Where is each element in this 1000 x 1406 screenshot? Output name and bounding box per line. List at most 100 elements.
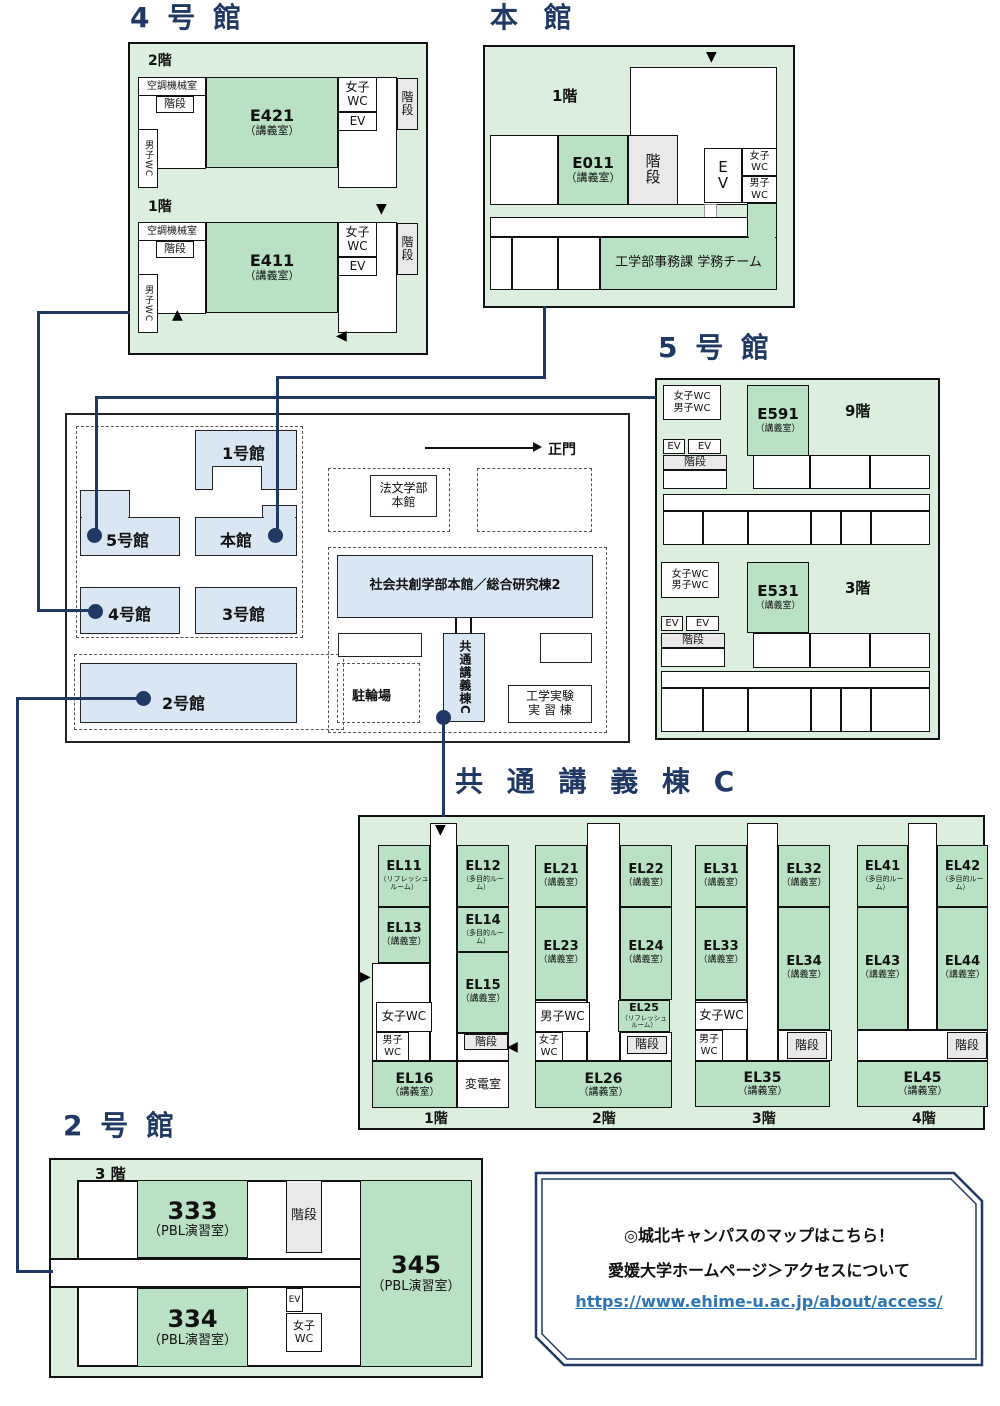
room-sublabel: （講義室） <box>755 423 801 434</box>
lc1-corridor <box>430 823 457 1061</box>
map-corridor-link-2 <box>470 618 472 633</box>
entrance-marker-up-icon: ▲ <box>172 307 183 323</box>
map-building-5-seam <box>82 515 128 519</box>
room-label: EL23 <box>543 939 579 955</box>
room-label: 階段 <box>164 242 186 256</box>
entrance-marker-left-icon: ◀ <box>336 328 347 344</box>
room-label: E531 <box>757 582 799 601</box>
b4-2f-aircon-room: 空調機械室 <box>138 77 206 96</box>
connector-main <box>276 376 546 379</box>
connector-main <box>276 376 279 532</box>
lc-room-el24: EL24 （講義室） <box>620 907 672 1000</box>
room-sublabel: （講義室） <box>781 970 827 981</box>
room-label: EV <box>697 440 712 452</box>
room-sublabel: （講義室） <box>244 269 300 283</box>
access-page-link[interactable]: https://www.ehime-u.ac.jp/about/access/ <box>575 1292 943 1311</box>
b4-2f-stairs-east: 階段 <box>397 78 418 130</box>
room-label: EL35 <box>743 1070 782 1087</box>
room-label: EL34 <box>786 954 822 970</box>
map-dashed-south <box>328 547 607 733</box>
map-dot-building-4 <box>88 604 103 619</box>
b4-2f-womens-wc: 女子WC <box>338 77 377 112</box>
honkan-office-seam <box>749 235 775 239</box>
room-divider <box>702 511 704 545</box>
room-sublabel: （講義室） <box>565 171 621 185</box>
room-label: 変電室 <box>464 1076 501 1091</box>
lc2-corridor <box>587 823 620 1061</box>
map-label-social: 社会共創学部本館／総合研究棟2 <box>369 578 561 594</box>
room-label: 女子WC <box>699 1008 744 1023</box>
map-lecture-c: 共通講義棟C <box>443 633 485 722</box>
lc2-stairs: 階段 <box>627 1036 667 1054</box>
room-label: 女子WC <box>539 1035 559 1058</box>
lc-room-el33: EL33 （講義室） <box>695 907 747 1000</box>
b2-corridor <box>51 1258 360 1288</box>
room-sublabel: （講義室） <box>538 877 584 888</box>
lc-room-el31: EL31 （講義室） <box>695 845 747 907</box>
lc-floor3-label: 3階 <box>752 1111 776 1127</box>
room-label: 男子WC <box>143 284 154 323</box>
b4-floor1-label: 1階 <box>148 199 172 215</box>
lc-room-el11: EL11 （リフレッシュ ルーム） <box>378 845 430 907</box>
room-label: E411 <box>249 250 295 270</box>
lc-room-el42: EL42 （多目的ルーム） <box>937 845 988 907</box>
lc-room-el15: EL15 （講義室） <box>457 952 509 1033</box>
room-label: 女子WC <box>345 79 370 108</box>
connector-b5 <box>95 396 98 532</box>
room-label: 男子WC <box>699 1034 719 1057</box>
b5-3f-room <box>810 633 870 668</box>
honkan-floor1-label: 1階 <box>552 87 578 105</box>
room-sublabel: （講義室） <box>939 970 985 981</box>
room-divider <box>747 688 749 732</box>
room-label: 女子WC <box>749 150 770 174</box>
room-label: 工学部事務課 学務チーム <box>615 255 762 271</box>
room-label: 345 <box>390 1251 442 1280</box>
b2-floor3-label: 3 階 <box>95 1165 126 1183</box>
lc1-stairs: 階段 <box>464 1034 508 1050</box>
b5-9f-room <box>870 455 930 489</box>
b5-3f-elevator-2: EV <box>686 616 719 631</box>
room-divider <box>840 688 842 732</box>
b2-stairs: 階段 <box>286 1180 322 1253</box>
room-divider <box>840 511 842 545</box>
b4-1f-mens-wc: 男子WC <box>138 274 158 333</box>
info-line-1: ◎城北キャンパスのマップはこちら！ <box>624 1226 894 1245</box>
room-label: EL13 <box>386 920 422 936</box>
room-label: EL43 <box>864 954 901 970</box>
info-line-2: 愛媛大学ホームページ＞アクセスについて <box>608 1261 910 1280</box>
room-sublabel: （講義室） <box>781 877 827 888</box>
b5-9f-wc: 女子WC 男子WC <box>663 385 721 420</box>
room-label: EL15 <box>465 978 501 994</box>
room-label: 女子WC <box>345 224 370 253</box>
room-sublabel: （リフレッシュ ルーム） <box>621 1013 667 1030</box>
b2-room-345: 345 （PBL演習室） <box>360 1180 472 1367</box>
b5-9f-room <box>810 455 870 489</box>
map-dashed-northeast <box>477 468 592 532</box>
lc3-stairs: 階段 <box>787 1032 827 1059</box>
lc4-corridor <box>908 823 937 1030</box>
room-sublabel: （多目的ルーム） <box>462 928 504 945</box>
room-label: E421 <box>249 105 295 125</box>
lc4-stairs: 階段 <box>947 1032 987 1059</box>
b5-3f-room <box>870 633 930 668</box>
room-label: 階段 <box>475 1034 497 1048</box>
room-sublabel: （講義室） <box>897 1086 948 1098</box>
room-label: EL42 <box>944 859 981 875</box>
b5-3f-elevator-1: EV <box>661 616 683 631</box>
lc-room-el22: EL22 （講義室） <box>620 845 672 907</box>
room-label: EL41 <box>864 859 901 875</box>
room-divider <box>870 688 872 732</box>
room-sublabel: （講義室） <box>737 1086 788 1098</box>
map-dashed-cluster <box>76 426 303 638</box>
b5-9f-elevator-2: EV <box>688 439 721 454</box>
room-sublabel: （講義室） <box>623 955 669 966</box>
room-label: EL32 <box>786 861 822 877</box>
room-label: 女子WC <box>293 1318 315 1345</box>
room-divider <box>557 237 559 290</box>
room-sublabel: （PBL演習室） <box>147 1332 237 1348</box>
connector-b5 <box>96 396 656 399</box>
b5-9f-elevator-1: EV <box>663 439 685 454</box>
map-dot-main-building <box>268 528 283 543</box>
map-eng-lab: 工学実験 実 習 棟 <box>508 685 592 723</box>
